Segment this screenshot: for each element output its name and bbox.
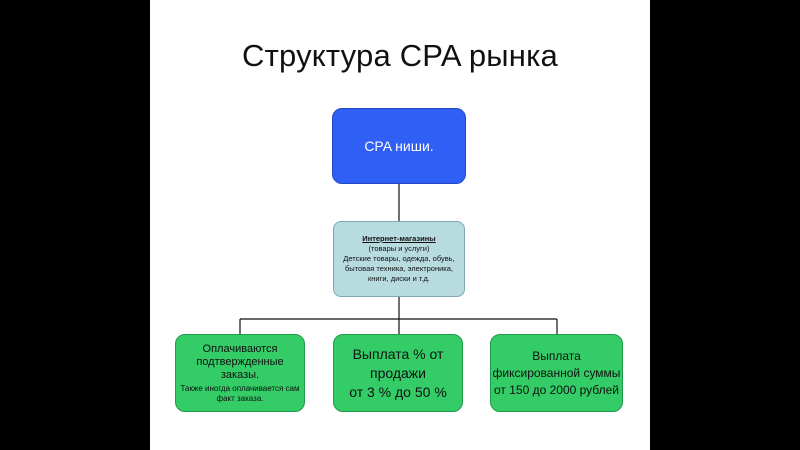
- node-confirmed-orders-line: заказы.: [220, 368, 260, 381]
- node-fixed-payout-line: фиксированной суммы: [492, 365, 621, 380]
- node-percent-payout-line: от 3 % до 50 %: [349, 383, 447, 400]
- node-percent-payout: Выплата % от продажи от 3 % до 50 %: [333, 334, 463, 412]
- node-confirmed-orders-line: подтвержденные: [196, 355, 284, 368]
- node-fixed-payout-line: от 150 до 2000 рублей: [493, 382, 620, 397]
- node-online-stores-line: (товары и услуги): [368, 244, 430, 253]
- node-percent-payout-line: продажи: [370, 364, 426, 381]
- connector-lines: [239, 184, 558, 334]
- node-cpa-niches-label: CPA ниши.: [364, 138, 434, 154]
- node-fixed-payout: Выплата фиксированной суммы от 150 до 20…: [490, 334, 623, 412]
- node-cpa-niches: CPA ниши.: [332, 108, 466, 184]
- node-online-stores-line: книги, диски и т.д.: [368, 274, 430, 283]
- node-fixed-payout-line: Выплата: [532, 348, 581, 363]
- node-confirmed-orders-note: Также иногда оплачивается сам факт заказ…: [180, 383, 300, 403]
- node-online-stores-line: Детские товары, одежда, обувь,: [343, 254, 455, 263]
- node-percent-payout-line: Выплата % от: [352, 345, 444, 362]
- node-confirmed-orders: Оплачиваются подтвержденные заказы. Такж…: [175, 334, 305, 412]
- node-online-stores-heading: Интернет-магазины: [362, 234, 436, 243]
- node-online-stores: Интернет-магазины (товары и услуги) Детс…: [333, 221, 465, 297]
- slide-title: Структура CPA рынка: [242, 38, 558, 73]
- node-confirmed-orders-line: Оплачиваются: [202, 342, 278, 355]
- node-online-stores-line: бытовая техника, электроника,: [344, 264, 454, 273]
- presentation-slide: Структура CPA рынка CPA ниши. Интернет-м…: [150, 0, 650, 450]
